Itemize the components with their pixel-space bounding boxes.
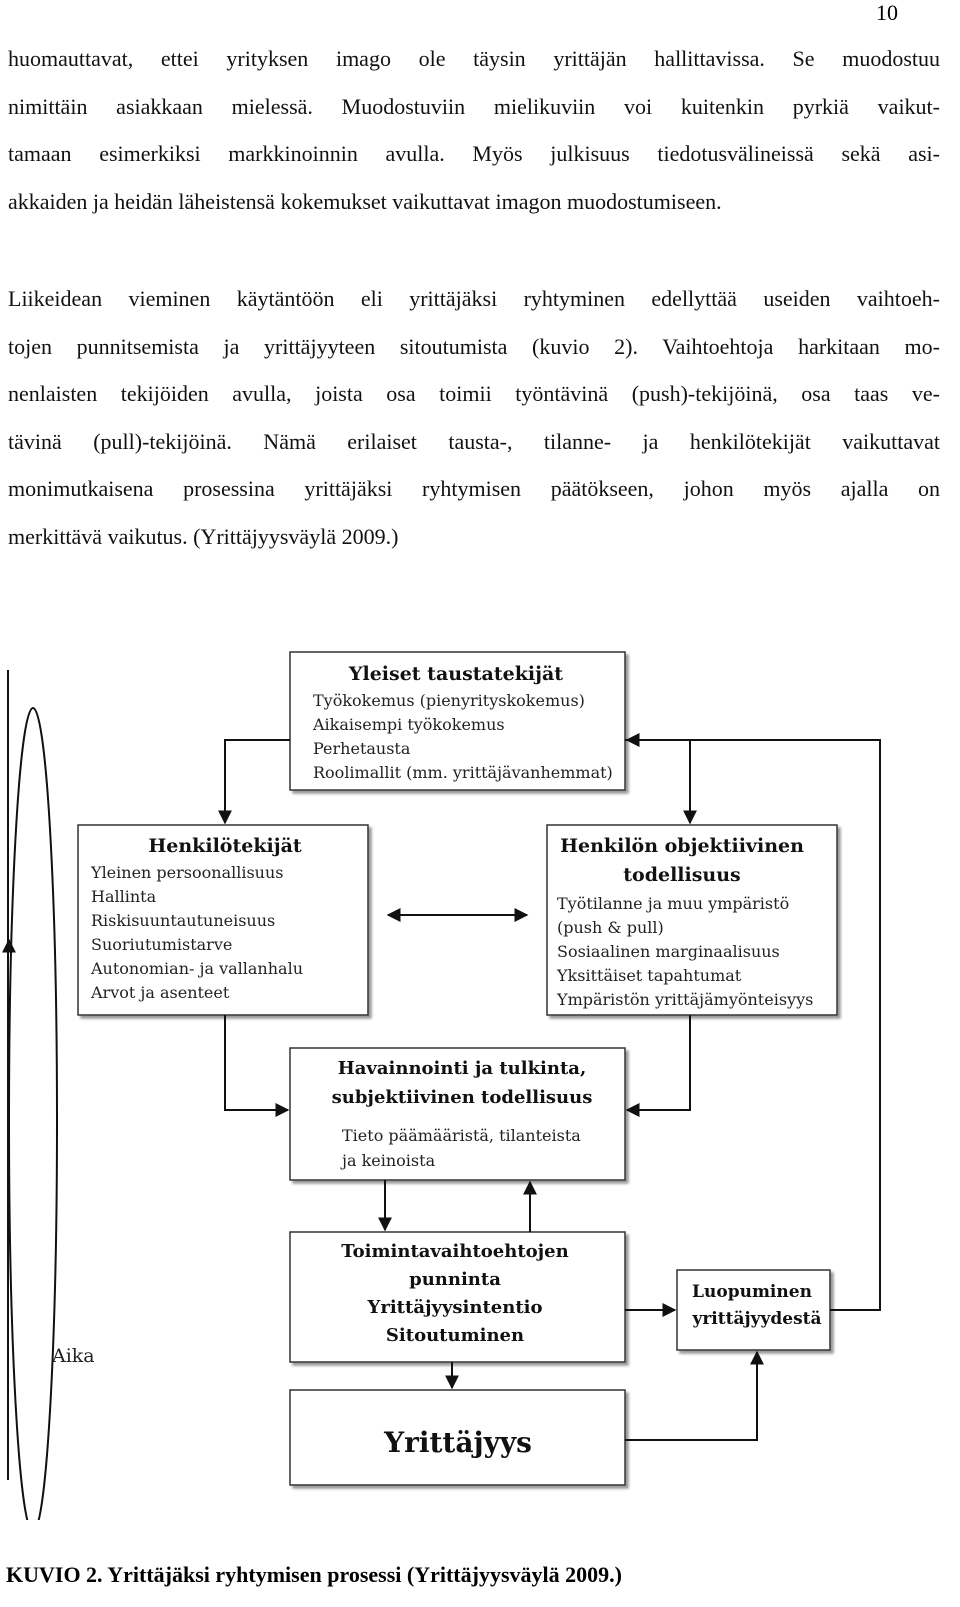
time-label: Aika (51, 1345, 95, 1367)
weighing-line: Toimintavaihtoehtojen (341, 1241, 568, 1262)
weighing-line: Yrittäjyysintentio (367, 1297, 543, 1318)
arrow-objective-to-perception (625, 1015, 691, 1117)
background-factors-box (289, 651, 626, 791)
paragraph-line: tojen punnitsemista ja yrittäjyyteen sit… (8, 333, 940, 359)
paragraph-line: tävinä (pull)-tekijöinä. Nämä erilaiset … (8, 428, 940, 454)
arrow-personal-to-perception (224, 1015, 290, 1117)
personal-factor-item: Yleinen persoonallisuus (90, 863, 284, 882)
giving-up-box (676, 1269, 831, 1351)
objective-reality-item: (push & pull) (557, 918, 664, 937)
background-factor-item: Roolimallit (mm. yrittäjävanhemmat) (313, 763, 613, 782)
paragraph-line: merkittävä vaikutus. (Yrittäjyysväylä 20… (8, 523, 399, 549)
objective-reality-box (546, 824, 838, 1016)
objective-reality-title: todellisuus (623, 864, 741, 886)
objective-reality-item: Sosiaalinen marginaalisuus (557, 942, 780, 961)
background-factor-item: Työkokemus (pienyrityskokemus) (313, 691, 585, 710)
entrepreneurship-title: Yrittäjyys (383, 1426, 532, 1459)
background-factors-title: Yleiset taustatekijät (348, 663, 563, 685)
objective-reality-title: Henkilön objektiivinen (560, 835, 804, 857)
perception-item: Tieto päämääristä, tilanteista (342, 1126, 581, 1145)
personal-factors-title: Henkilötekijät (148, 835, 302, 857)
paragraph-line: Liikeidean vieminen käytäntöön eli yritt… (8, 286, 940, 311)
paragraph-line: tamaan esimerkiksi markkinoinnin avulla.… (8, 141, 940, 166)
weighing-line: Sitoutuminen (386, 1325, 524, 1346)
arrow-giving-up-feedback (625, 733, 881, 1311)
giving-up-line: Luopuminen (692, 1282, 812, 1302)
background-factor-item: Aikaisempi työkokemus (312, 715, 505, 734)
paragraph-line: akkaiden ja heidän läheistensä kokemukse… (8, 188, 722, 214)
paragraph-line: nimittäin asiakkaan mielessä. Muodostuvi… (8, 93, 940, 119)
giving-up-line: yrittäjyydestä (691, 1309, 821, 1329)
entrepreneurship-box (289, 1389, 626, 1486)
objective-reality-item: Työtilanne ja muu ympäristö (557, 894, 789, 913)
paragraph-1: huomauttavat, ettei yrityksen imago ole … (8, 35, 940, 225)
personal-factor-item: Riskisuuntautuneisuus (91, 911, 275, 930)
personal-factors-box (77, 824, 369, 1016)
personal-factor-item: Suoriutumistarve (91, 935, 232, 954)
perception-title: Havainnointi ja tulkinta, (338, 1058, 586, 1079)
process-diagram: Aika Yleiset taustatekijät Työkokemus (p… (1, 651, 881, 1520)
personal-factor-item: Arvot ja asenteet (90, 983, 230, 1002)
perception-item: ja keinoista (340, 1151, 436, 1170)
paragraph-line: monimutkaisena prosessina yrittäjäksi ry… (8, 476, 940, 501)
time-cycle-ellipse (8, 707, 58, 1520)
perception-box (289, 1047, 626, 1181)
arrow-background-to-objective (625, 739, 697, 825)
figure-caption: KUVIO 2. Yrittäjäksi ryhtymisen prosessi… (6, 1562, 622, 1587)
arrow-background-to-personal (218, 739, 290, 825)
weighing-alternatives-box (289, 1231, 626, 1363)
background-factor-item: Perhetausta (313, 739, 411, 758)
paragraph-line: nenlaisten tekijöiden avulla, joista osa… (8, 381, 940, 406)
paragraph-line: huomauttavat, ettei yrityksen imago ole … (8, 46, 940, 71)
perception-title: subjektiivinen todellisuus (332, 1087, 593, 1108)
page-number: 10 (876, 0, 898, 25)
arrow-entrepreneurship-to-giving-up (625, 1350, 764, 1441)
weighing-line: punninta (409, 1269, 501, 1290)
objective-reality-item: Ympäristön yrittäjämyönteisyys (556, 990, 813, 1009)
objective-reality-item: Yksittäiset tapahtumat (556, 966, 742, 985)
personal-factor-item: Hallinta (91, 887, 157, 906)
paragraph-2: Liikeidean vieminen käytäntöön eli yritt… (8, 275, 940, 560)
personal-factor-item: Autonomian- ja vallanhalu (90, 959, 303, 978)
